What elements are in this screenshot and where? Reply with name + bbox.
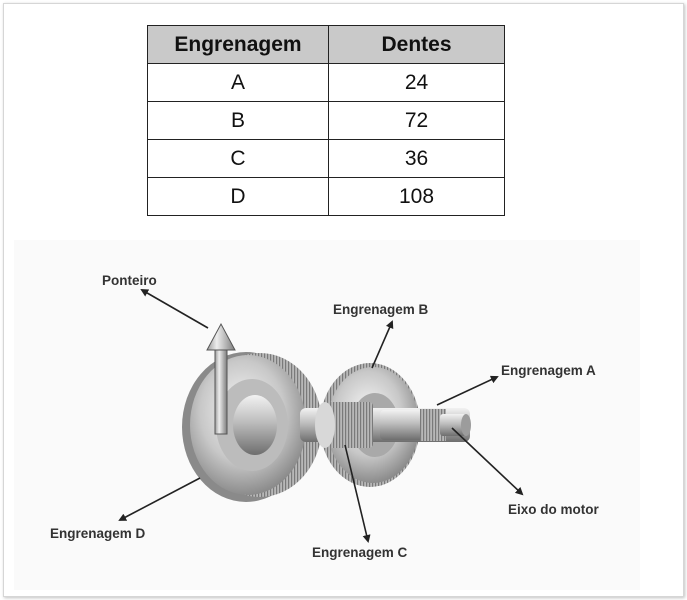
engrenagem-b-arrow [371,320,394,369]
table-row: D 108 [147,177,505,216]
teeth-count-cell: 36 [328,139,505,178]
gear-teeth-table: Engrenagem Dentes A 24 B 72 C 36 D 108 [147,25,505,216]
pointer-shape [206,322,236,435]
label-engrenagem-d: Engrenagem D [50,526,146,541]
shaft-assembly [300,402,471,448]
table-header-row: Engrenagem Dentes [147,25,505,64]
gear-name-cell: D [147,177,329,216]
teeth-count-cell: 24 [328,63,505,102]
table-row: A 24 [147,63,505,102]
column-header-teeth: Dentes [328,25,505,64]
label-engrenagem-c: Engrenagem C [312,545,408,560]
gear-c-shape [325,402,373,448]
gear-name-cell: C [147,139,329,178]
column-header-gear: Engrenagem [147,25,329,64]
label-ponteiro: Ponteiro [102,273,157,288]
motor-axle-shape [440,414,466,436]
eixo-motor-arrow [451,427,524,496]
ponteiro-arrow [140,289,209,329]
label-engrenagem-a: Engrenagem A [501,363,596,378]
table-row: C 36 [147,139,505,178]
engrenagem-c-arrow [344,444,371,543]
teeth-count-cell: 72 [328,101,505,140]
engrenagem-d-arrow [118,477,201,521]
label-engrenagem-b: Engrenagem B [333,302,429,317]
gear-name-cell: B [147,101,329,140]
teeth-count-cell: 108 [328,177,505,216]
table-row: B 72 [147,101,505,140]
label-eixo-do-motor: Eixo do motor [508,502,599,517]
engrenagem-a-arrow [436,375,499,406]
